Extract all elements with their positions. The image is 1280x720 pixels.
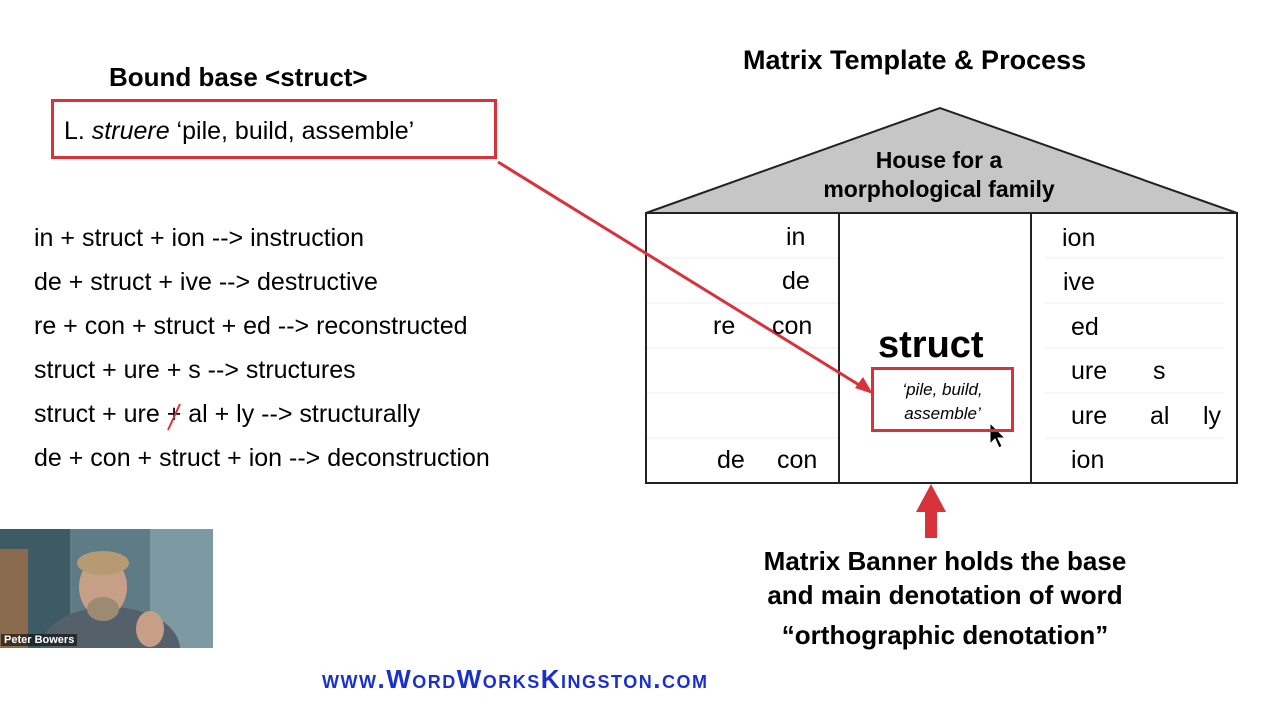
prefix-cell: re bbox=[713, 312, 736, 340]
equation-3: re + con + struct + ed --> reconstructed bbox=[34, 312, 468, 340]
suffix-cell: ed bbox=[1071, 313, 1099, 341]
suffix-cell: ly bbox=[1203, 402, 1222, 430]
latin-origin-box bbox=[51, 99, 497, 159]
banner-line-1: Matrix Banner holds the base bbox=[763, 546, 1127, 576]
suffix-cell: ive bbox=[1063, 268, 1095, 296]
suffix-cell: al bbox=[1150, 402, 1170, 430]
strike-mark bbox=[167, 403, 181, 431]
orthographic-denotation-label: “orthographic denotation” bbox=[781, 620, 1109, 650]
roof-line-1: House for a bbox=[875, 147, 1003, 173]
matrix-roof-label: House for a morphological family bbox=[760, 146, 1118, 204]
latin-origin-text: L. struere ‘pile, build, assemble’ bbox=[64, 117, 414, 146]
banner-arrowhead bbox=[916, 484, 946, 512]
banner-caption: Matrix Banner holds the base and main den… bbox=[700, 544, 1190, 612]
matrix-row-lines bbox=[647, 257, 1224, 439]
roof-line-2: morphological family bbox=[823, 176, 1055, 202]
participant-name: Peter Bowers bbox=[1, 634, 78, 646]
webcam-feed bbox=[0, 529, 213, 648]
matrix-title: Matrix Template & Process bbox=[743, 45, 1087, 75]
suffix-cell: ure bbox=[1071, 357, 1108, 385]
equation-4: struct + ure + s --> structures bbox=[34, 356, 356, 384]
prefix-cell: de bbox=[782, 267, 810, 295]
website-link[interactable]: www.WordWorksKingston.com bbox=[322, 664, 709, 694]
prefix-cell: con bbox=[772, 312, 813, 340]
gloss-text: ‘pile, build, assemble’ bbox=[874, 378, 1011, 426]
equation-2: de + struct + ive --> destructive bbox=[34, 268, 378, 296]
prefix-cell: de bbox=[717, 446, 745, 474]
suffix-cell: ion bbox=[1071, 446, 1105, 474]
suffix-cell: ure bbox=[1071, 402, 1108, 430]
connector-arrow bbox=[497, 160, 865, 390]
latin-gloss: ‘pile, build, assemble’ bbox=[169, 117, 415, 145]
latin-prefix: L. bbox=[64, 117, 92, 145]
latin-word: struere bbox=[91, 117, 170, 145]
banner-line-2: and main denotation of word bbox=[767, 580, 1123, 610]
banner-arrow-shaft bbox=[925, 510, 937, 538]
equation-6: de + con + struct + ion --> deconstructi… bbox=[34, 444, 490, 472]
prefix-cell: con bbox=[777, 446, 818, 474]
matrix-base: struct bbox=[878, 324, 984, 366]
equation-1: in + struct + ion --> instruction bbox=[34, 224, 365, 252]
prefix-cell: in bbox=[786, 223, 806, 251]
gloss-line-2: assemble’ bbox=[904, 404, 981, 423]
equation-5: struct + ure + al + ly --> structurally bbox=[34, 400, 421, 428]
gloss-line-1: ‘pile, build, bbox=[902, 380, 983, 399]
connector-arrowhead bbox=[855, 377, 873, 394]
gloss-box bbox=[871, 367, 1014, 432]
suffix-cell: s bbox=[1153, 357, 1166, 385]
webcam-video-tile[interactable]: Peter Bowers bbox=[0, 529, 213, 648]
suffix-cell: ion bbox=[1062, 224, 1096, 252]
bound-base-title: Bound base <struct> bbox=[109, 62, 368, 92]
